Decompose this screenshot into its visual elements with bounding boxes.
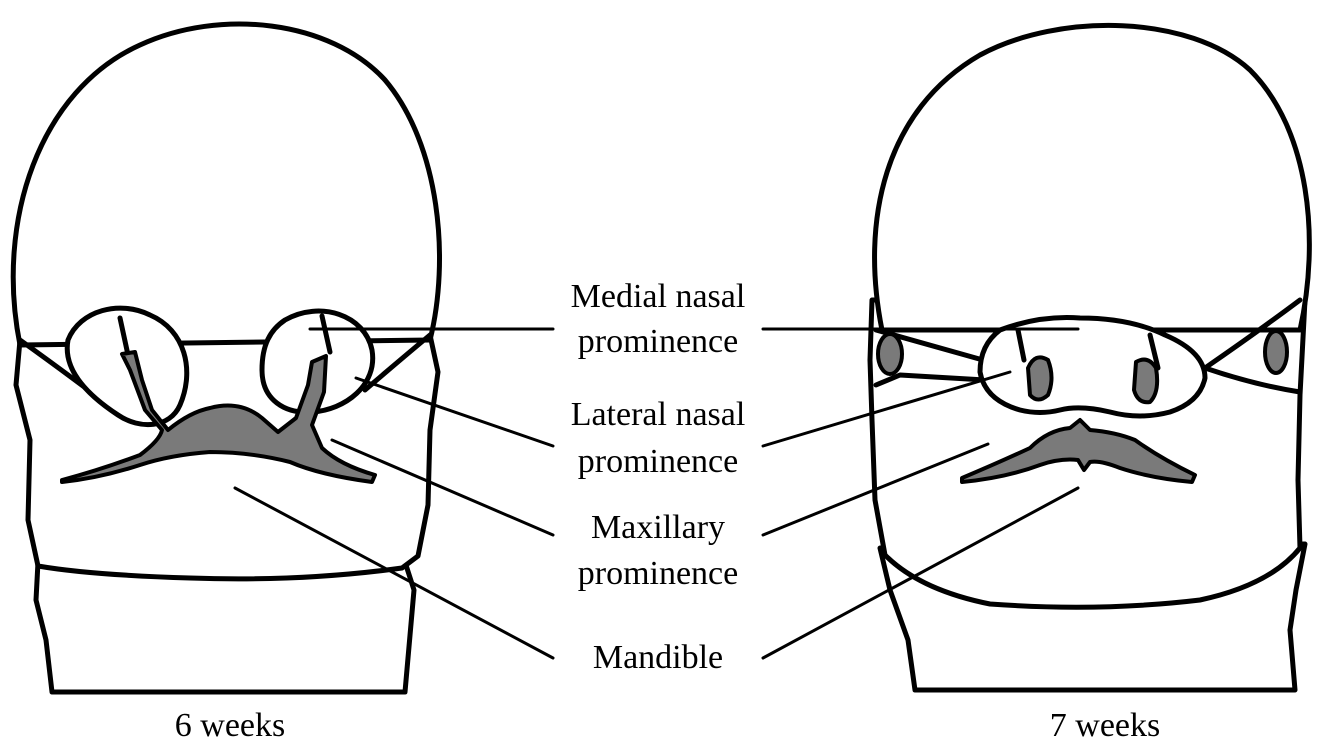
neck-6-weeks: [36, 562, 414, 692]
label-maxillary-line1: Maxillary: [591, 509, 725, 546]
label-medial-line1: Medial nasal: [571, 278, 746, 315]
caption-7-weeks: 7 weeks: [1050, 707, 1160, 744]
left-nasal-pit-7-weeks: [1028, 357, 1052, 399]
label-lateral-line1: Lateral nasal: [571, 396, 746, 433]
cranium-6-weeks: [13, 24, 439, 345]
caption-6-weeks: 6 weeks: [175, 707, 285, 744]
right-nasal-pit-7-weeks: [1134, 360, 1157, 403]
label-medial-line2: prominence: [578, 323, 739, 360]
label-lateral-line2: prominence: [578, 443, 739, 480]
right-eye-7-weeks: [1265, 331, 1287, 373]
cranium-7-weeks: [875, 25, 1310, 330]
left-eye-7-weeks: [878, 334, 902, 374]
label-mandible: Mandible: [593, 639, 723, 676]
label-maxillary-line2: prominence: [578, 555, 739, 592]
face-7-weeks: [870, 25, 1309, 690]
face-6-weeks: [13, 24, 439, 692]
